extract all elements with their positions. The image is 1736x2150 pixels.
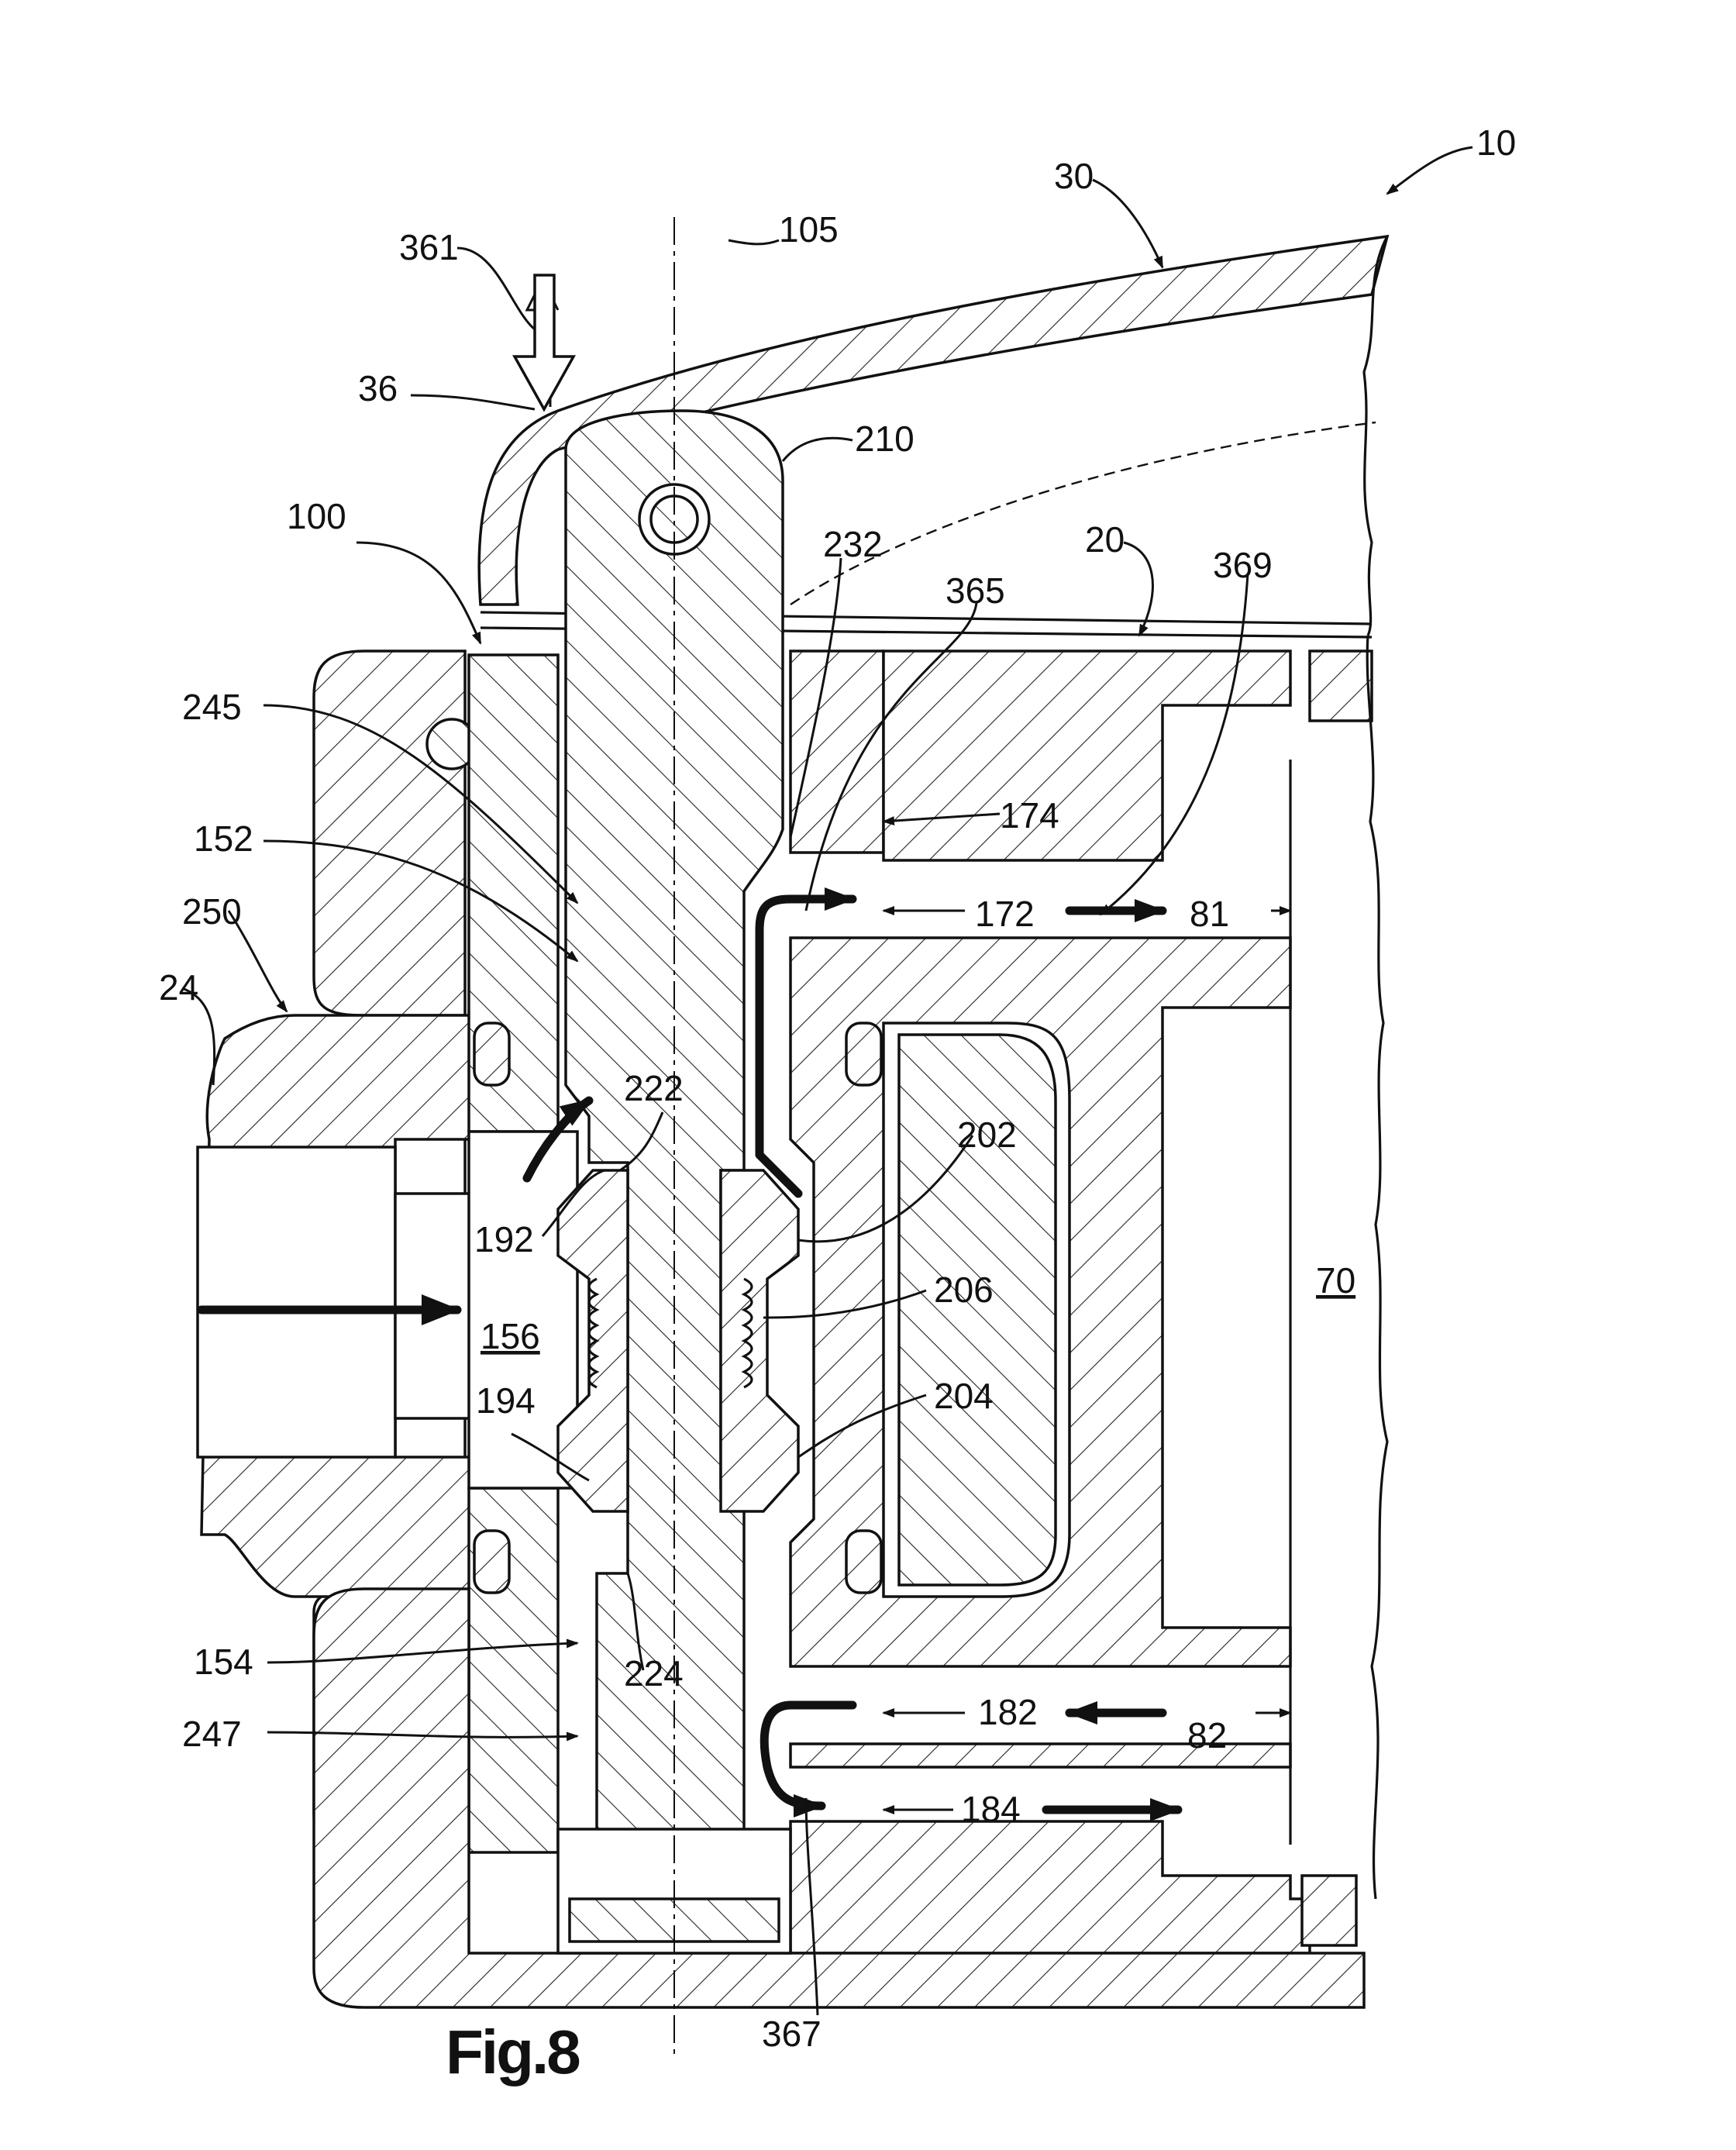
label-100: 100 [287,496,346,536]
input-arrow-361 [515,275,574,409]
label-182: 182 [978,1692,1038,1732]
label-172: 172 [975,894,1035,934]
label-154: 154 [194,1642,253,1682]
label-365: 365 [946,570,1005,611]
label-202: 202 [957,1115,1017,1155]
label-152: 152 [194,818,253,859]
label-184: 184 [961,1789,1021,1829]
label-232: 232 [823,524,883,564]
label-247: 247 [182,1714,242,1754]
label-82: 82 [1187,1715,1227,1755]
label-222: 222 [624,1068,684,1108]
label-20: 20 [1085,519,1125,560]
label-10: 10 [1476,122,1516,163]
spring-seat-right [721,1170,798,1511]
label-206: 206 [934,1270,994,1310]
label-105: 105 [779,209,839,250]
label-156: 156 [480,1316,540,1356]
label-204: 204 [934,1376,994,1416]
inner-housing-right [790,651,1372,1953]
label-174: 174 [1000,795,1059,836]
label-70: 70 [1316,1260,1355,1301]
label-210: 210 [855,419,914,459]
label-250: 250 [182,891,242,932]
label-361: 361 [399,227,459,267]
label-192: 192 [474,1219,534,1259]
label-194: 194 [476,1380,536,1421]
label-24: 24 [159,967,198,1008]
label-30: 30 [1054,156,1094,196]
label-81: 81 [1190,894,1229,934]
label-36: 36 [358,368,398,408]
label-367: 367 [762,2014,822,2054]
figure-title: Fig.8 [446,2017,580,2086]
label-369: 369 [1213,545,1273,585]
label-245: 245 [182,687,242,727]
label-224: 224 [624,1653,684,1693]
